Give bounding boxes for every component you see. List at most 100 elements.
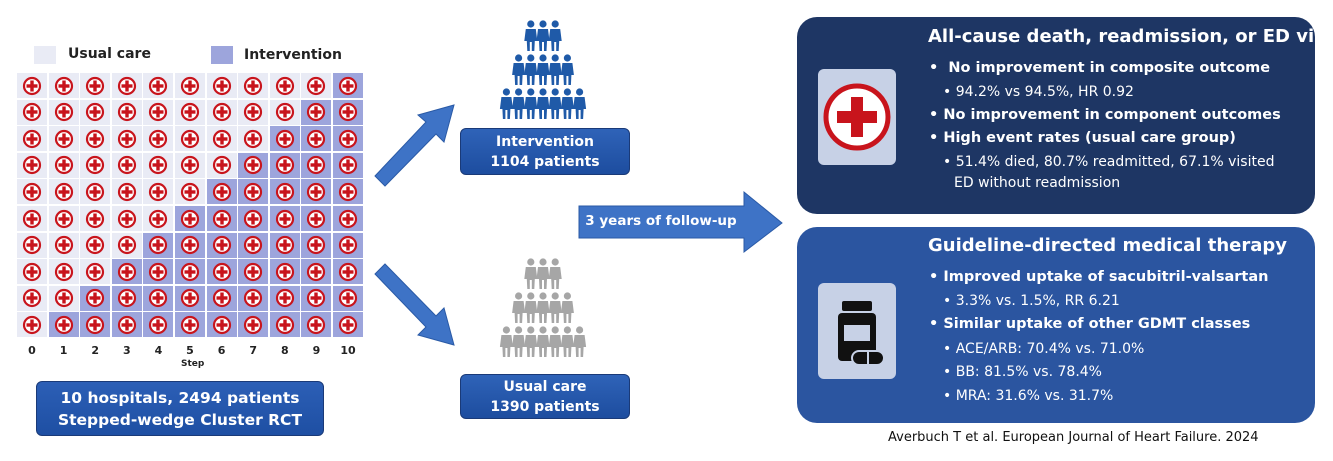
red-cross-icon (149, 289, 168, 308)
grid-cell (80, 179, 111, 205)
red-cross-icon (86, 129, 105, 148)
study-design-line2: Stepped-wedge Cluster RCT (57, 410, 303, 429)
grid-cell (80, 206, 111, 231)
grid-cell (111, 126, 142, 152)
red-cross-icon (307, 182, 326, 201)
grid-cell (80, 99, 111, 125)
outcomes-bullet-3-text: No improvement in component outcomes (943, 107, 1281, 123)
usual-care-box: Usual care 1390 patients (460, 374, 630, 419)
red-cross-icon (244, 102, 263, 122)
grid-cell (333, 126, 363, 152)
grid-cell (143, 126, 174, 152)
person-icon (524, 88, 538, 119)
red-cross-icon (86, 315, 105, 334)
gdmt-panel: Guideline-directed medical therapy • Imp… (797, 227, 1315, 423)
grid-cell (301, 179, 332, 205)
grid-cell (333, 312, 363, 338)
outcomes-bullet-4: • High event rates (usual care group) (929, 130, 1236, 146)
grid-cell (175, 126, 205, 152)
legend-swatch-intervention (211, 46, 233, 64)
red-cross-icon (22, 182, 42, 201)
followup-label: 3 years of follow-up (585, 213, 737, 229)
gdmt-bullet-2: • 3.3% vs. 1.5%, RR 6.21 (943, 293, 1120, 309)
red-cross-icon (338, 235, 358, 255)
gdmt-bullet-5: • BB: 81.5% vs. 78.4% (943, 364, 1102, 380)
red-cross-icon (275, 235, 294, 255)
red-cross-icon (212, 289, 231, 308)
grid-cell (17, 126, 47, 152)
grid-cell (269, 152, 300, 178)
person-icon (536, 88, 550, 119)
person-icon (560, 326, 574, 357)
red-cross-icon (54, 76, 73, 95)
grid-cell (17, 179, 47, 205)
step-tick-label: 2 (91, 344, 100, 357)
grid-cell (333, 73, 363, 98)
red-cross-icon (22, 209, 42, 228)
red-cross-icon (275, 76, 294, 95)
person-icon (548, 258, 562, 289)
grid-cell (17, 73, 47, 98)
step-tick-label: 3 (122, 344, 131, 357)
grid-cell (206, 206, 237, 231)
grid-cell (269, 179, 300, 205)
red-cross-icon (54, 289, 73, 308)
gdmt-bullet-6: • MRA: 31.6% vs. 31.7% (943, 388, 1114, 404)
grid-cell (80, 312, 111, 338)
red-cross-icon (212, 315, 231, 334)
gdmt-bullet-3: • Similar uptake of other GDMT classes (929, 316, 1251, 332)
gdmt-bullet-1: • Improved uptake of sacubitril-valsarta… (929, 269, 1269, 285)
outcomes-icon-tile (818, 69, 896, 165)
red-cross-icon (244, 235, 263, 255)
grid-cell (206, 179, 237, 205)
grid-cell (111, 152, 142, 178)
red-cross-icon (307, 235, 326, 255)
grid-cell (238, 99, 269, 125)
red-cross-icon (275, 156, 294, 175)
step-tick-label: 5 (186, 344, 194, 357)
red-cross-icon (22, 102, 42, 122)
study-design-line1: 10 hospitals, 2494 patients (60, 388, 300, 407)
grid-cell (269, 285, 300, 311)
grid-cell (175, 285, 205, 311)
person-icon (512, 54, 526, 85)
grid-cell (238, 179, 269, 205)
legend-swatch-usual-care (34, 46, 56, 64)
red-cross-icon (275, 315, 294, 334)
red-cross-icon (307, 129, 326, 148)
outcomes-bullet-5-text: 51.4% died, 80.7% readmitted, 67.1% visi… (955, 154, 1275, 170)
grid-cell (175, 179, 205, 205)
person-icon (512, 88, 526, 119)
person-icon (524, 258, 538, 289)
grid-cell (48, 126, 79, 152)
red-cross-icon (54, 156, 73, 175)
red-cross-icon (244, 182, 263, 201)
red-cross-icon (22, 156, 42, 175)
grid-cell (111, 73, 142, 98)
intervention-box-count: 1104 patients (490, 153, 600, 170)
person-icon (536, 54, 550, 85)
grid-cell (206, 152, 237, 178)
grid-cell (17, 99, 47, 125)
grid-cell (111, 312, 142, 338)
grid-cell (17, 259, 47, 285)
grid-cell (333, 232, 363, 258)
grid-cell (80, 259, 111, 285)
grid-cell (111, 285, 142, 311)
grid-cell (238, 259, 269, 285)
red-cross-icon (307, 156, 326, 175)
study-design-box: 10 hospitals, 2494 patients Stepped-wedg… (36, 381, 324, 436)
grid-cell (175, 232, 205, 258)
red-cross-icon (22, 129, 42, 148)
outcomes-bullet-4-text: High event rates (usual care group) (943, 130, 1236, 146)
person-icon (573, 326, 587, 357)
red-cross-icon (180, 102, 200, 122)
outcomes-panel: All-cause death, readmission, or ED visi… (797, 17, 1333, 214)
grid-cell (48, 73, 79, 98)
red-cross-icon (149, 182, 168, 201)
red-cross-icon (212, 209, 231, 228)
red-cross-icon (338, 129, 358, 148)
grid-cell (80, 152, 111, 178)
grid-cell (269, 312, 300, 338)
grid-cell (238, 232, 269, 258)
